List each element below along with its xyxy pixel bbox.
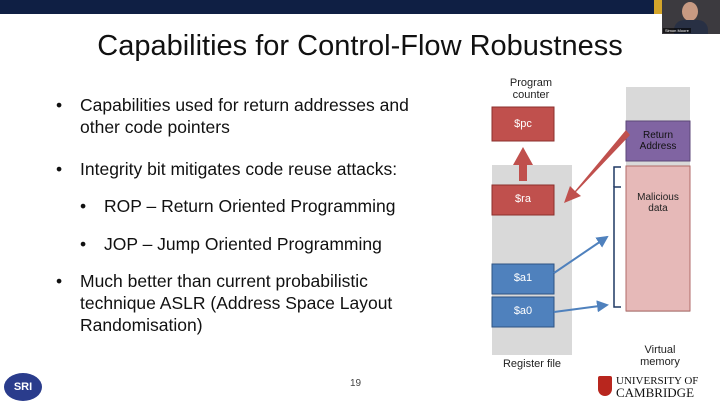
bullet-text: ROP – Return Oriented Programming: [104, 196, 396, 216]
sri-logo: SRI: [4, 373, 42, 401]
bullet-text: Much better than current probabilistic t…: [80, 271, 393, 335]
bullet-dot: •: [56, 271, 63, 291]
return-address-box: [625, 120, 691, 162]
bracket-line: [613, 166, 621, 187]
bullet-text: Integrity bit mitigates code reuse attac…: [80, 159, 398, 179]
sri-logo-text: SRI: [13, 381, 33, 393]
register-file-label: Register file: [502, 358, 562, 370]
a0-pointer-arrow: [553, 300, 609, 313]
memory-to-ra-arrow: [564, 130, 630, 203]
bullet-text: Capabilities used for return addresses a…: [80, 95, 409, 137]
a1-pointer-arrow: [553, 235, 609, 274]
bullet-dot: •: [80, 196, 87, 216]
a0-register-box: [491, 296, 555, 328]
diagram-canvas: [491, 87, 691, 355]
malicious-data-box: [625, 165, 691, 312]
virtual-memory-label: Virtual memory: [640, 344, 680, 368]
bullet-dot: •: [80, 234, 87, 254]
speaker-head: [682, 2, 698, 21]
pc-register-label: $pc: [514, 118, 532, 130]
cambridge-wordmark: UNIVERSITY OF CAMBRIDGE: [616, 375, 720, 400]
a1-register-box: [491, 263, 555, 295]
bullet-text: JOP – Jump Oriented Programming: [104, 234, 382, 254]
cambridge-crest-icon: [598, 376, 612, 396]
cambridge-line-1: UNIVERSITY OF: [616, 375, 699, 387]
top-bar: [0, 0, 720, 14]
ra-register-box: [491, 184, 555, 216]
speaker-name-tag: Simon Moore: [663, 28, 691, 33]
cambridge-line-2: CAMBRIDGE: [616, 385, 695, 400]
bracket-line: [613, 186, 621, 308]
a1-register-label: $a1: [513, 272, 533, 284]
ra-register-label: $ra: [515, 193, 531, 205]
page-number: 19: [350, 378, 362, 389]
program-counter-label: Program counter: [509, 77, 553, 101]
speaker-video-thumbnail[interactable]: Simon Moore: [662, 0, 720, 34]
return-address-label: Return Address: [639, 130, 677, 152]
pc-register-box: [491, 106, 555, 142]
bullet-dot: •: [56, 159, 63, 179]
bullet-dot: •: [56, 95, 63, 115]
malicious-data-label: Malicious data: [637, 192, 679, 214]
top-bar-accent: [654, 0, 662, 14]
ra-to-pc-arrow: [513, 147, 533, 181]
slide-title: Capabilities for Control-Flow Robustness: [97, 30, 623, 62]
control-flow-diagram: Program counter $pc $ra $a1 $a0 Return A…: [480, 75, 720, 375]
a0-register-label: $a0: [513, 305, 533, 317]
